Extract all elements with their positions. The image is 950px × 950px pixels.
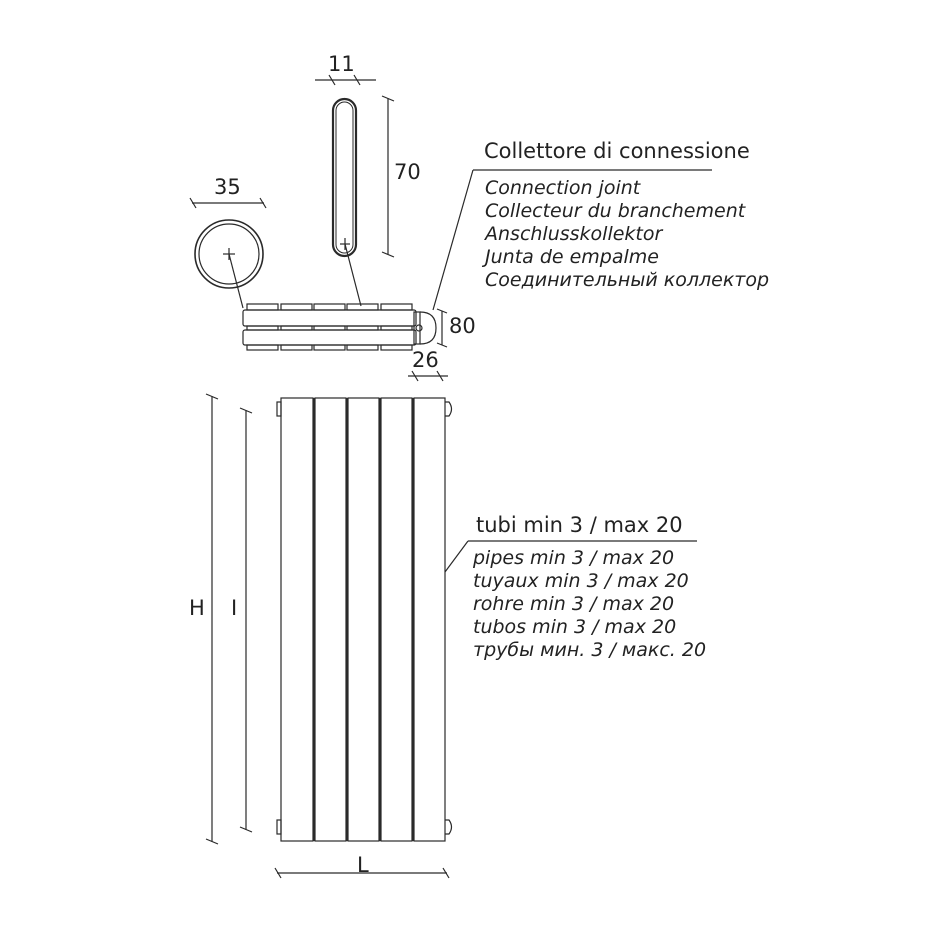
tubes-label-translations: pipes min 3 / max 20 tuyaux min 3 / max … <box>473 547 706 662</box>
dimension-26-label: 26 <box>412 348 439 372</box>
collector-translation-ru: Соединительный коллектор <box>485 269 770 291</box>
dimension-80-label: 80 <box>449 314 476 338</box>
collector-translation-de: Anschlusskollektor <box>485 223 663 245</box>
tubes-translation-de: rohre min 3 / max 20 <box>473 593 675 615</box>
tubes-label-title: tubi min 3 / max 20 <box>476 513 683 537</box>
dimension-70 <box>381 95 395 258</box>
dimension-I <box>239 407 253 833</box>
dimension-11 <box>315 74 376 86</box>
leader-round <box>228 253 244 309</box>
oval-tube-section <box>331 97 358 258</box>
tubes-translation-es: tubos min 3 / max 20 <box>473 616 677 638</box>
dimension-80 <box>436 308 448 348</box>
dimension-L-label: L <box>357 853 369 877</box>
front-view <box>276 397 453 842</box>
dimension-26 <box>408 370 448 382</box>
collector-translation-fr: Collecteur du branchement <box>485 200 746 222</box>
dimension-H-label: H <box>189 596 205 620</box>
leader-collector <box>432 169 474 311</box>
tubes-translation-en: pipes min 3 / max 20 <box>473 547 675 569</box>
dimension-35-label: 35 <box>214 175 241 199</box>
collector-label-title: Collettore di connessione <box>484 139 750 163</box>
dimension-I-label: I <box>231 596 238 620</box>
dimension-H <box>205 393 219 845</box>
dimension-L <box>274 867 450 879</box>
plan-view <box>242 303 437 351</box>
collector-translation-en: Connection joint <box>485 177 641 199</box>
dimension-11-label: 11 <box>328 52 355 76</box>
dimension-70-label: 70 <box>394 160 421 184</box>
dimension-35 <box>189 197 267 209</box>
collector-label-translations: Connection joint Collecteur du brancheme… <box>485 177 769 292</box>
leader-tubes <box>444 540 469 573</box>
tubes-translation-ru: трубы мин. 3 / макс. 20 <box>473 639 707 661</box>
leader-oval <box>344 243 362 307</box>
tubes-translation-fr: tuyaux min 3 / max 20 <box>473 570 689 592</box>
collector-translation-es: Junta de empalme <box>485 246 659 268</box>
